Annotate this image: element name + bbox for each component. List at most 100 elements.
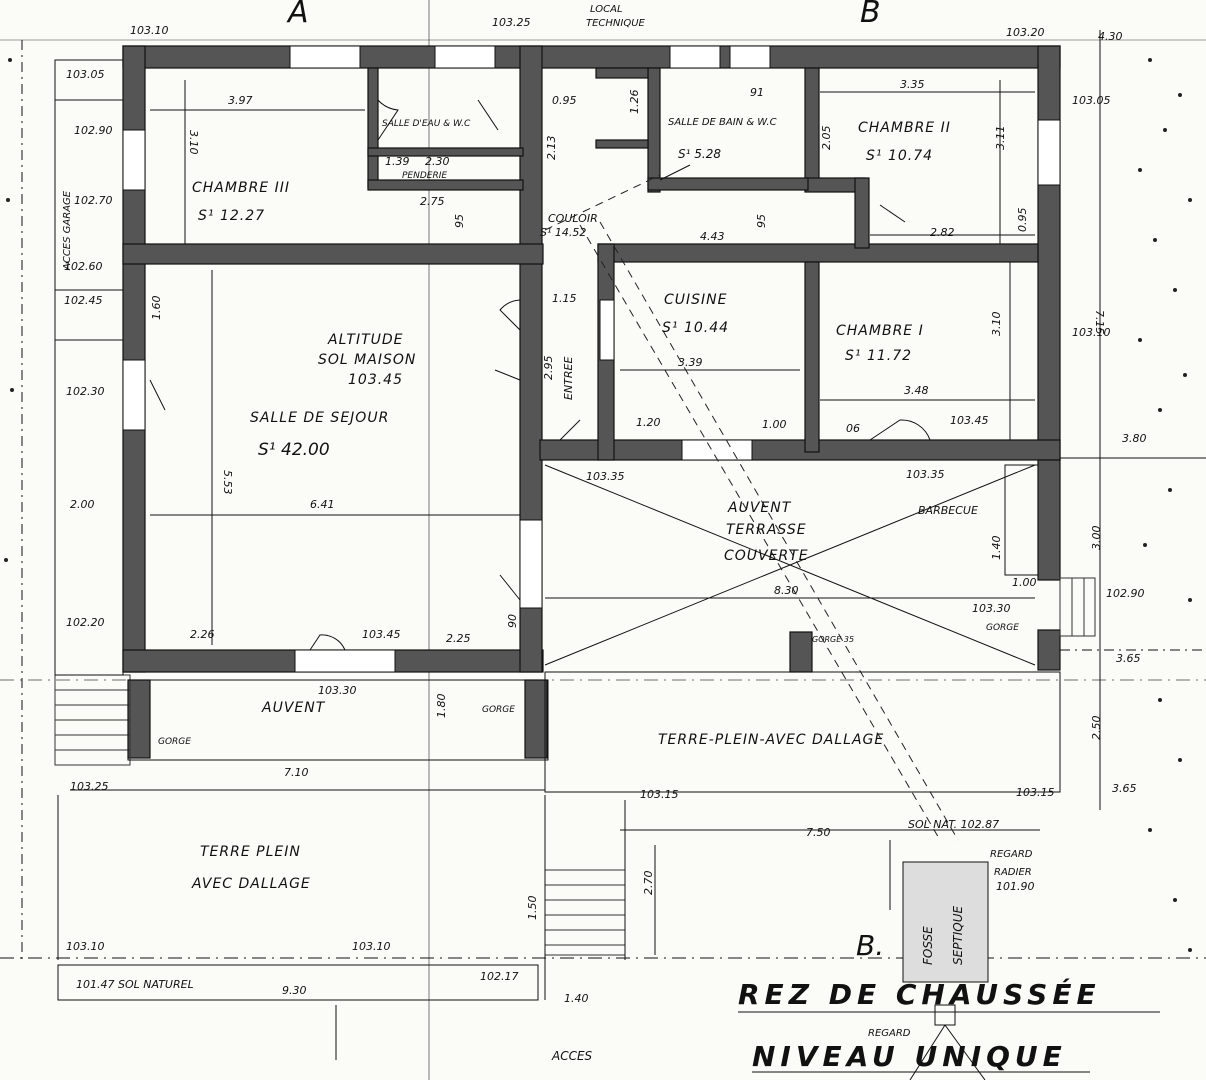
penderie-name: PENDERIE (402, 171, 447, 181)
sejour-area: S¹ 42.00 (258, 440, 330, 460)
dim-label: 3.10 (187, 130, 200, 155)
dim-label: 3.80 (1122, 432, 1147, 445)
cuisine-name: CUISINE (664, 292, 728, 308)
regard1: REGARD (990, 849, 1033, 860)
regard2: REGARD (868, 1028, 911, 1039)
auvent-terrasse-l2: TERRASSE (726, 522, 807, 538)
dim-label: 0.95 (1016, 208, 1029, 233)
level-label: 102.20 (66, 616, 105, 629)
cuisine-area: S¹ 10.44 (662, 320, 729, 336)
chambre3-name: CHAMBRE III (192, 180, 290, 196)
ground-outline (57, 464, 1061, 1080)
dim-label: 1.40 (990, 536, 1003, 561)
altitude-l1: ALTITUDE (327, 332, 404, 348)
local-l2: TECHNIQUE (586, 18, 646, 29)
section-b: B (860, 0, 881, 30)
dim-label: 5.53 (221, 470, 234, 495)
auvent-name: AUVENT (261, 700, 326, 716)
dim-label: 1.40 (564, 992, 589, 1005)
fosse-l1: FOSSE (921, 926, 935, 965)
dim-label: 95 (453, 214, 466, 228)
dim-label: 3.48 (904, 384, 929, 397)
fosse-l2: SEPTIQUE (951, 905, 965, 965)
dim-label: 2.13 (545, 136, 558, 161)
sdeau-name: SALLE D'EAU & W.C (382, 119, 471, 129)
house-walls (122, 45, 1061, 759)
steps-acces (544, 869, 626, 956)
vegetation (4, 58, 1192, 952)
sdb-area: S¹ 5.28 (678, 147, 721, 161)
dim-label: 2.50 (1090, 716, 1103, 741)
dim-label: 2.70 (642, 871, 655, 896)
level-label: 103.05 (1072, 94, 1111, 107)
radier-l2: 101.90 (996, 880, 1035, 893)
dim-label: 2.30 (425, 155, 450, 168)
drawing-title: REZ DE CHAUSSÉE (738, 977, 1101, 1011)
chambre1-area: S¹ 11.72 (845, 348, 912, 364)
dimension-labels: 3.97 3.35 4.43 2.82 2.75 3.39 3.48 1.20 … (70, 30, 1147, 1005)
dim-label: 90 (506, 614, 519, 628)
dim-label: 3.11 (994, 126, 1007, 151)
dim-label: 2.00 (70, 498, 95, 511)
dim-label: 1.15 (552, 292, 577, 305)
auvent-terrasse-l1: AUVENT (727, 500, 792, 516)
altitude-l2: SOL MAISON (318, 352, 416, 368)
sejour-name: SALLE DE SEJOUR (250, 410, 389, 426)
couloir-name: COULOIR (548, 212, 598, 225)
level-label: 103.10 (130, 24, 169, 37)
gorge-label: GORGE (986, 623, 1019, 633)
dim-label: 2.25 (446, 632, 471, 645)
level-label: 103.45 (362, 628, 401, 641)
dim-label: 95 (755, 214, 768, 228)
level-label: 102.70 (74, 194, 113, 207)
level-label: 103.30 (972, 602, 1011, 615)
dim-label: 8.30 (774, 584, 799, 597)
level-label: 103.45 (950, 414, 989, 427)
garage-strip (54, 59, 124, 676)
level-label: 102.45 (64, 294, 103, 307)
level-label: 102.17 (480, 970, 519, 983)
level-label: 103.25 (492, 16, 531, 29)
dim-label: 3.10 (990, 312, 1003, 337)
sol-nat: SOL NAT. 102.87 (908, 818, 999, 831)
terre-plein-l1: TERRE PLEIN (200, 844, 301, 860)
dim-label: 3.97 (228, 94, 253, 107)
dim-label: 4.30 (1098, 30, 1123, 43)
steps-auvent (54, 674, 131, 766)
sol-naturel: 101.47 SOL NATUREL (76, 978, 194, 991)
dim-label: 1.20 (636, 416, 661, 429)
acces-name: ACCES (551, 1049, 593, 1063)
level-label: 103.10 (1072, 326, 1111, 339)
level-label: 102.90 (74, 124, 113, 137)
gorge-label: GORGE 35 (812, 635, 854, 644)
chambre1-name: CHAMBRE I (836, 323, 924, 339)
chambre2-name: CHAMBRE II (858, 120, 951, 136)
dim-label: 1.60 (150, 296, 163, 321)
chambre2-area: S¹ 10.74 (866, 148, 933, 164)
sdb-name: SALLE DE BAIN & W.C (668, 117, 777, 128)
acces-garage: ACCES GARAGE (62, 190, 73, 271)
local-l1: LOCAL (590, 4, 623, 15)
dim-label: 3.65 (1116, 652, 1141, 665)
dim-label: 3.39 (678, 356, 703, 369)
dim-label: 6.41 (310, 498, 335, 511)
dim-label: 1.39 (385, 155, 410, 168)
dim-label: 4.43 (700, 230, 725, 243)
level-label: 103.10 (66, 940, 105, 953)
terrace-cross (544, 174, 1036, 841)
section-b-lower: B. (856, 929, 884, 962)
vertical-dimension-labels: 5.53 3.10 3.10 3.11 2.05 2.13 1.60 2.95 … (150, 90, 1106, 921)
level-label: 103.35 (586, 470, 625, 483)
dim-label: 3.65 (1112, 782, 1137, 795)
radier-l1: RADIER (994, 867, 1032, 878)
level-label: 102.30 (66, 385, 105, 398)
level-label: 103.30 (318, 684, 357, 697)
dim-label: 06 (846, 422, 860, 435)
level-label: 103.25 (70, 780, 109, 793)
dim-label: 1.00 (762, 418, 787, 431)
dim-label: 1.50 (526, 896, 539, 921)
dimension-lines (70, 60, 1101, 955)
auvent-terrasse-l3: COUVERTE (724, 548, 809, 564)
openings (122, 45, 1061, 673)
